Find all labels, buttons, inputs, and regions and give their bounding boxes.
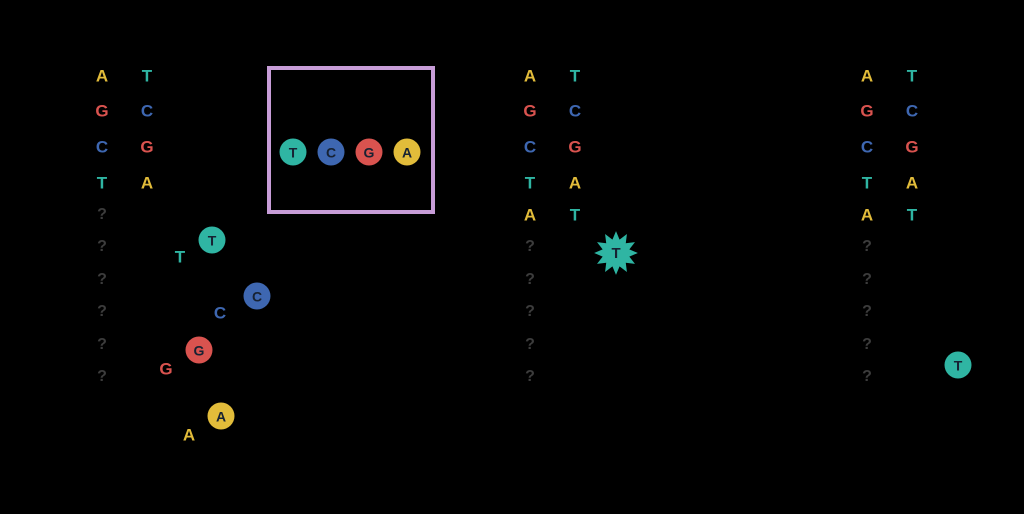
question-mark: ? (97, 368, 107, 385)
base-letter: A (140, 173, 154, 193)
base-letter: G (523, 101, 537, 121)
question-mark: ? (525, 336, 535, 353)
question-mark: ? (97, 238, 107, 255)
nucleotide-circle: G (355, 138, 383, 166)
base-letter: A (860, 66, 874, 86)
free-nucleotide-label: G (159, 359, 173, 379)
question-mark: ? (862, 271, 872, 288)
base-letter: C (905, 101, 919, 121)
nucleotide-circle: A (207, 402, 235, 430)
base-letter: T (906, 66, 918, 86)
question-mark: ? (525, 271, 535, 288)
base-letter: T (569, 66, 581, 86)
base-letter: A (860, 205, 874, 225)
base-letter: T (524, 173, 536, 193)
question-mark: ? (97, 206, 107, 223)
question-mark: ? (525, 368, 535, 385)
question-mark: ? (97, 271, 107, 288)
nucleotide-circle: C (243, 282, 271, 310)
question-mark: ? (862, 336, 872, 353)
base-letter: C (523, 137, 537, 157)
question-mark: ? (97, 303, 107, 320)
nucleotide-circle: T (198, 226, 226, 254)
base-letter: T (906, 205, 918, 225)
base-letter: A (568, 173, 582, 193)
base-letter: T (96, 173, 108, 193)
nucleotide-circle: A (393, 138, 421, 166)
base-letter: T (861, 173, 873, 193)
question-mark: ? (525, 303, 535, 320)
base-letter: T (141, 66, 153, 86)
base-letter: T (569, 205, 581, 225)
base-letter: G (140, 137, 154, 157)
nucleotide-circle: T (279, 138, 307, 166)
question-mark: ? (862, 238, 872, 255)
base-letter: A (523, 205, 537, 225)
question-mark: ? (862, 303, 872, 320)
nucleotide-circle: G (185, 336, 213, 364)
question-mark: ? (97, 336, 107, 353)
question-mark: ? (525, 238, 535, 255)
starburst-shape (594, 231, 638, 275)
starburst-base-letter: T (611, 245, 620, 262)
nucleotide-circle: T (944, 351, 972, 379)
base-letter: C (95, 137, 109, 157)
base-letter: G (568, 137, 582, 157)
free-nucleotide-label: A (182, 425, 196, 445)
base-letter: C (860, 137, 874, 157)
base-letter: C (140, 101, 154, 121)
base-letter: A (95, 66, 109, 86)
base-letter: C (568, 101, 582, 121)
base-letter: A (905, 173, 919, 193)
question-mark: ? (862, 368, 872, 385)
free-nucleotide-label: C (213, 303, 227, 323)
nucleotide-circle: C (317, 138, 345, 166)
base-letter: G (860, 101, 874, 121)
base-letter: G (95, 101, 109, 121)
base-letter: G (905, 137, 919, 157)
base-letter: A (523, 66, 537, 86)
free-nucleotide-label: T (174, 247, 186, 267)
starburst-nucleotide: T (594, 231, 638, 275)
nucleotide-pool-box: T C G A (267, 66, 435, 214)
